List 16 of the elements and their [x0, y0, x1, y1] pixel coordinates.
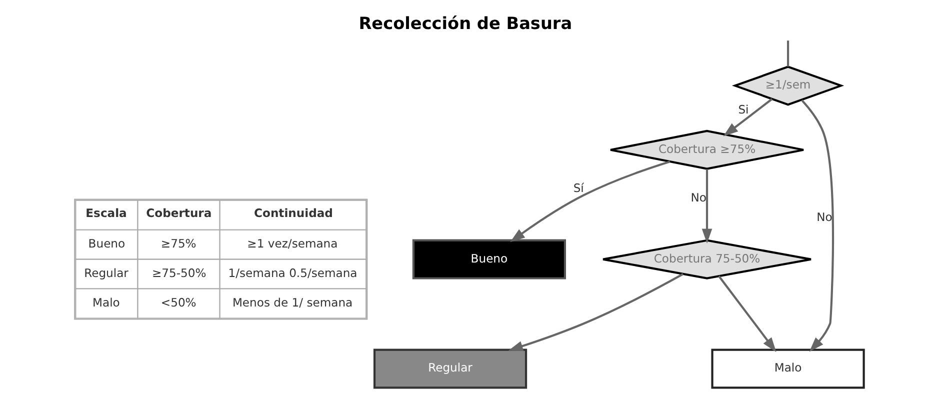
label: Escala [86, 206, 127, 220]
edge-label: Sí [573, 180, 584, 195]
label: Regular [84, 266, 128, 280]
label: 1/semana 0.5/semana [228, 266, 358, 280]
label: ≥75-50% [152, 266, 206, 280]
label: ≥1 vez/semana [247, 236, 338, 251]
label: Bueno [88, 236, 126, 251]
diagram-title: Recolección de Basura [358, 12, 572, 33]
label: Cobertura [146, 206, 212, 220]
label: ≥75% [160, 236, 196, 251]
label: Continuidad [254, 206, 333, 220]
label: Menos de 1/ semana [232, 295, 353, 310]
label: <50% [160, 295, 196, 310]
edge-label: No [816, 210, 832, 224]
label: Malo [92, 295, 120, 310]
edge-label: No [690, 190, 706, 205]
